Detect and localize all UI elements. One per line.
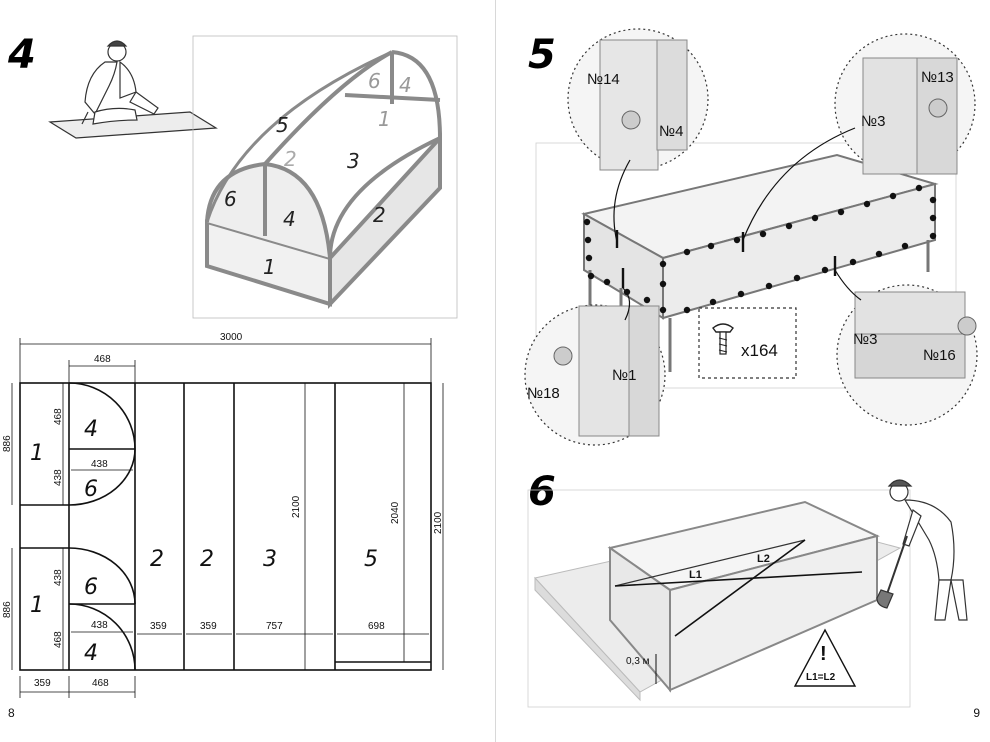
cut-part-2-b: 2: [200, 547, 214, 572]
callout-top-right: №13 №3: [834, 33, 976, 175]
callout-bl-outer: №18: [527, 385, 560, 402]
iso-label-2: 2: [373, 203, 386, 227]
cut-part-3: 3: [263, 547, 277, 572]
dim-panel5-height: 2040: [390, 501, 401, 524]
callout-bottom-right: №3 №16: [836, 284, 978, 426]
callout-br-inner: №3: [853, 331, 877, 348]
callout-tl-outer: №14: [587, 71, 620, 88]
callout-tr-inner: №3: [861, 113, 885, 130]
page-number-left: 8: [8, 706, 15, 720]
cut-part-4-top: 4: [84, 417, 98, 442]
step-4-number: 4: [7, 32, 36, 78]
step-6-number: 6: [528, 469, 556, 515]
screw-dots: [583, 184, 937, 314]
dim-arch-468-a: 468: [53, 408, 64, 425]
worker-digging-illustration: [876, 479, 968, 621]
callout-top-left: №14 №4: [567, 28, 709, 171]
dim-overall-height: 2100: [433, 511, 444, 534]
warning-triangle: ! L1=L2: [793, 628, 857, 687]
left-page: 4: [2, 0, 496, 742]
left-page-drawing: 4: [2, 32, 458, 698]
right-page: 5: [495, 0, 990, 742]
dim-panel-width-1: 359: [150, 621, 167, 632]
callout-br-outer: №16: [923, 347, 956, 364]
dim-arch-438-a: 438: [53, 469, 64, 486]
right-page-drawing: 5: [524, 28, 978, 708]
cut-part-1-bottom: 1: [30, 593, 44, 618]
dim-arch-438-b: 438: [91, 459, 108, 470]
callout-tl-inner: №4: [659, 123, 683, 140]
cut-part-6-top: 6: [84, 477, 98, 502]
callout-arrows: [613, 127, 862, 321]
dim-overall-width: 3000: [220, 332, 243, 343]
warning-text: L1=L2: [806, 672, 836, 683]
step-5-number: 5: [528, 32, 556, 78]
trench-depth: 0,3 м: [626, 656, 650, 667]
iso-label-6: 6: [224, 187, 237, 211]
dim-arch-468-b: 468: [53, 631, 64, 648]
dim-strip-width: 468: [94, 354, 111, 365]
dim-bottom-width-2: 468: [92, 678, 109, 689]
dim-panel-width-3: 757: [266, 621, 283, 632]
dim-arch-438-c: 438: [53, 569, 64, 586]
cut-part-5: 5: [364, 547, 378, 572]
cut-part-4-bottom: 4: [84, 641, 98, 666]
greenhouse-isometric-drawing: 5 3 2 4 6 1 6 4 1 2: [192, 35, 458, 319]
iso-label-4: 4: [283, 207, 296, 231]
screw-detail-box: x164: [698, 307, 797, 379]
dim-strip1-height-a: 886: [2, 435, 13, 452]
dim-panel-width-2: 359: [200, 621, 217, 632]
corner-markers: [615, 230, 837, 288]
screw-icon: [712, 323, 734, 333]
dim-arch-438-d: 438: [91, 620, 108, 631]
cutting-plan: [19, 382, 432, 671]
callout-bl-inner: №1: [612, 367, 636, 384]
iso-label-1: 1: [263, 255, 276, 279]
cut-part-1-top: 1: [30, 441, 44, 466]
iso-label-2-back: 2: [284, 147, 297, 171]
page-number-right: 9: [973, 706, 980, 720]
dimension-lines: [11, 338, 444, 698]
dim-strip1-height-b: 886: [2, 601, 13, 618]
iso-label-5: 5: [276, 113, 289, 137]
iso-label-6-back: 6: [368, 69, 381, 93]
diagonal-l1: L1: [689, 569, 702, 581]
dim-panel-width-4: 698: [368, 621, 385, 632]
iso-label-3: 3: [347, 149, 360, 173]
worker-cutting-illustration: [48, 40, 218, 139]
diagonal-l2: L2: [757, 553, 770, 565]
dim-bottom-width-1: 359: [34, 678, 51, 689]
callout-tr-outer: №13: [921, 69, 954, 86]
screw-count: x164: [741, 341, 778, 360]
cut-part-2-a: 2: [150, 547, 164, 572]
callout-bottom-left: №18 №1: [524, 304, 666, 446]
iso-label-4-back: 4: [399, 73, 412, 97]
step6-frame: [527, 489, 911, 708]
trench-drawing: [534, 500, 902, 702]
dim-panel3-height: 2100: [291, 495, 302, 518]
cut-part-6-bottom: 6: [84, 575, 98, 600]
iso-label-1-back: 1: [378, 107, 391, 131]
warning-icon: !: [820, 643, 827, 665]
step5-frame: [535, 142, 957, 389]
